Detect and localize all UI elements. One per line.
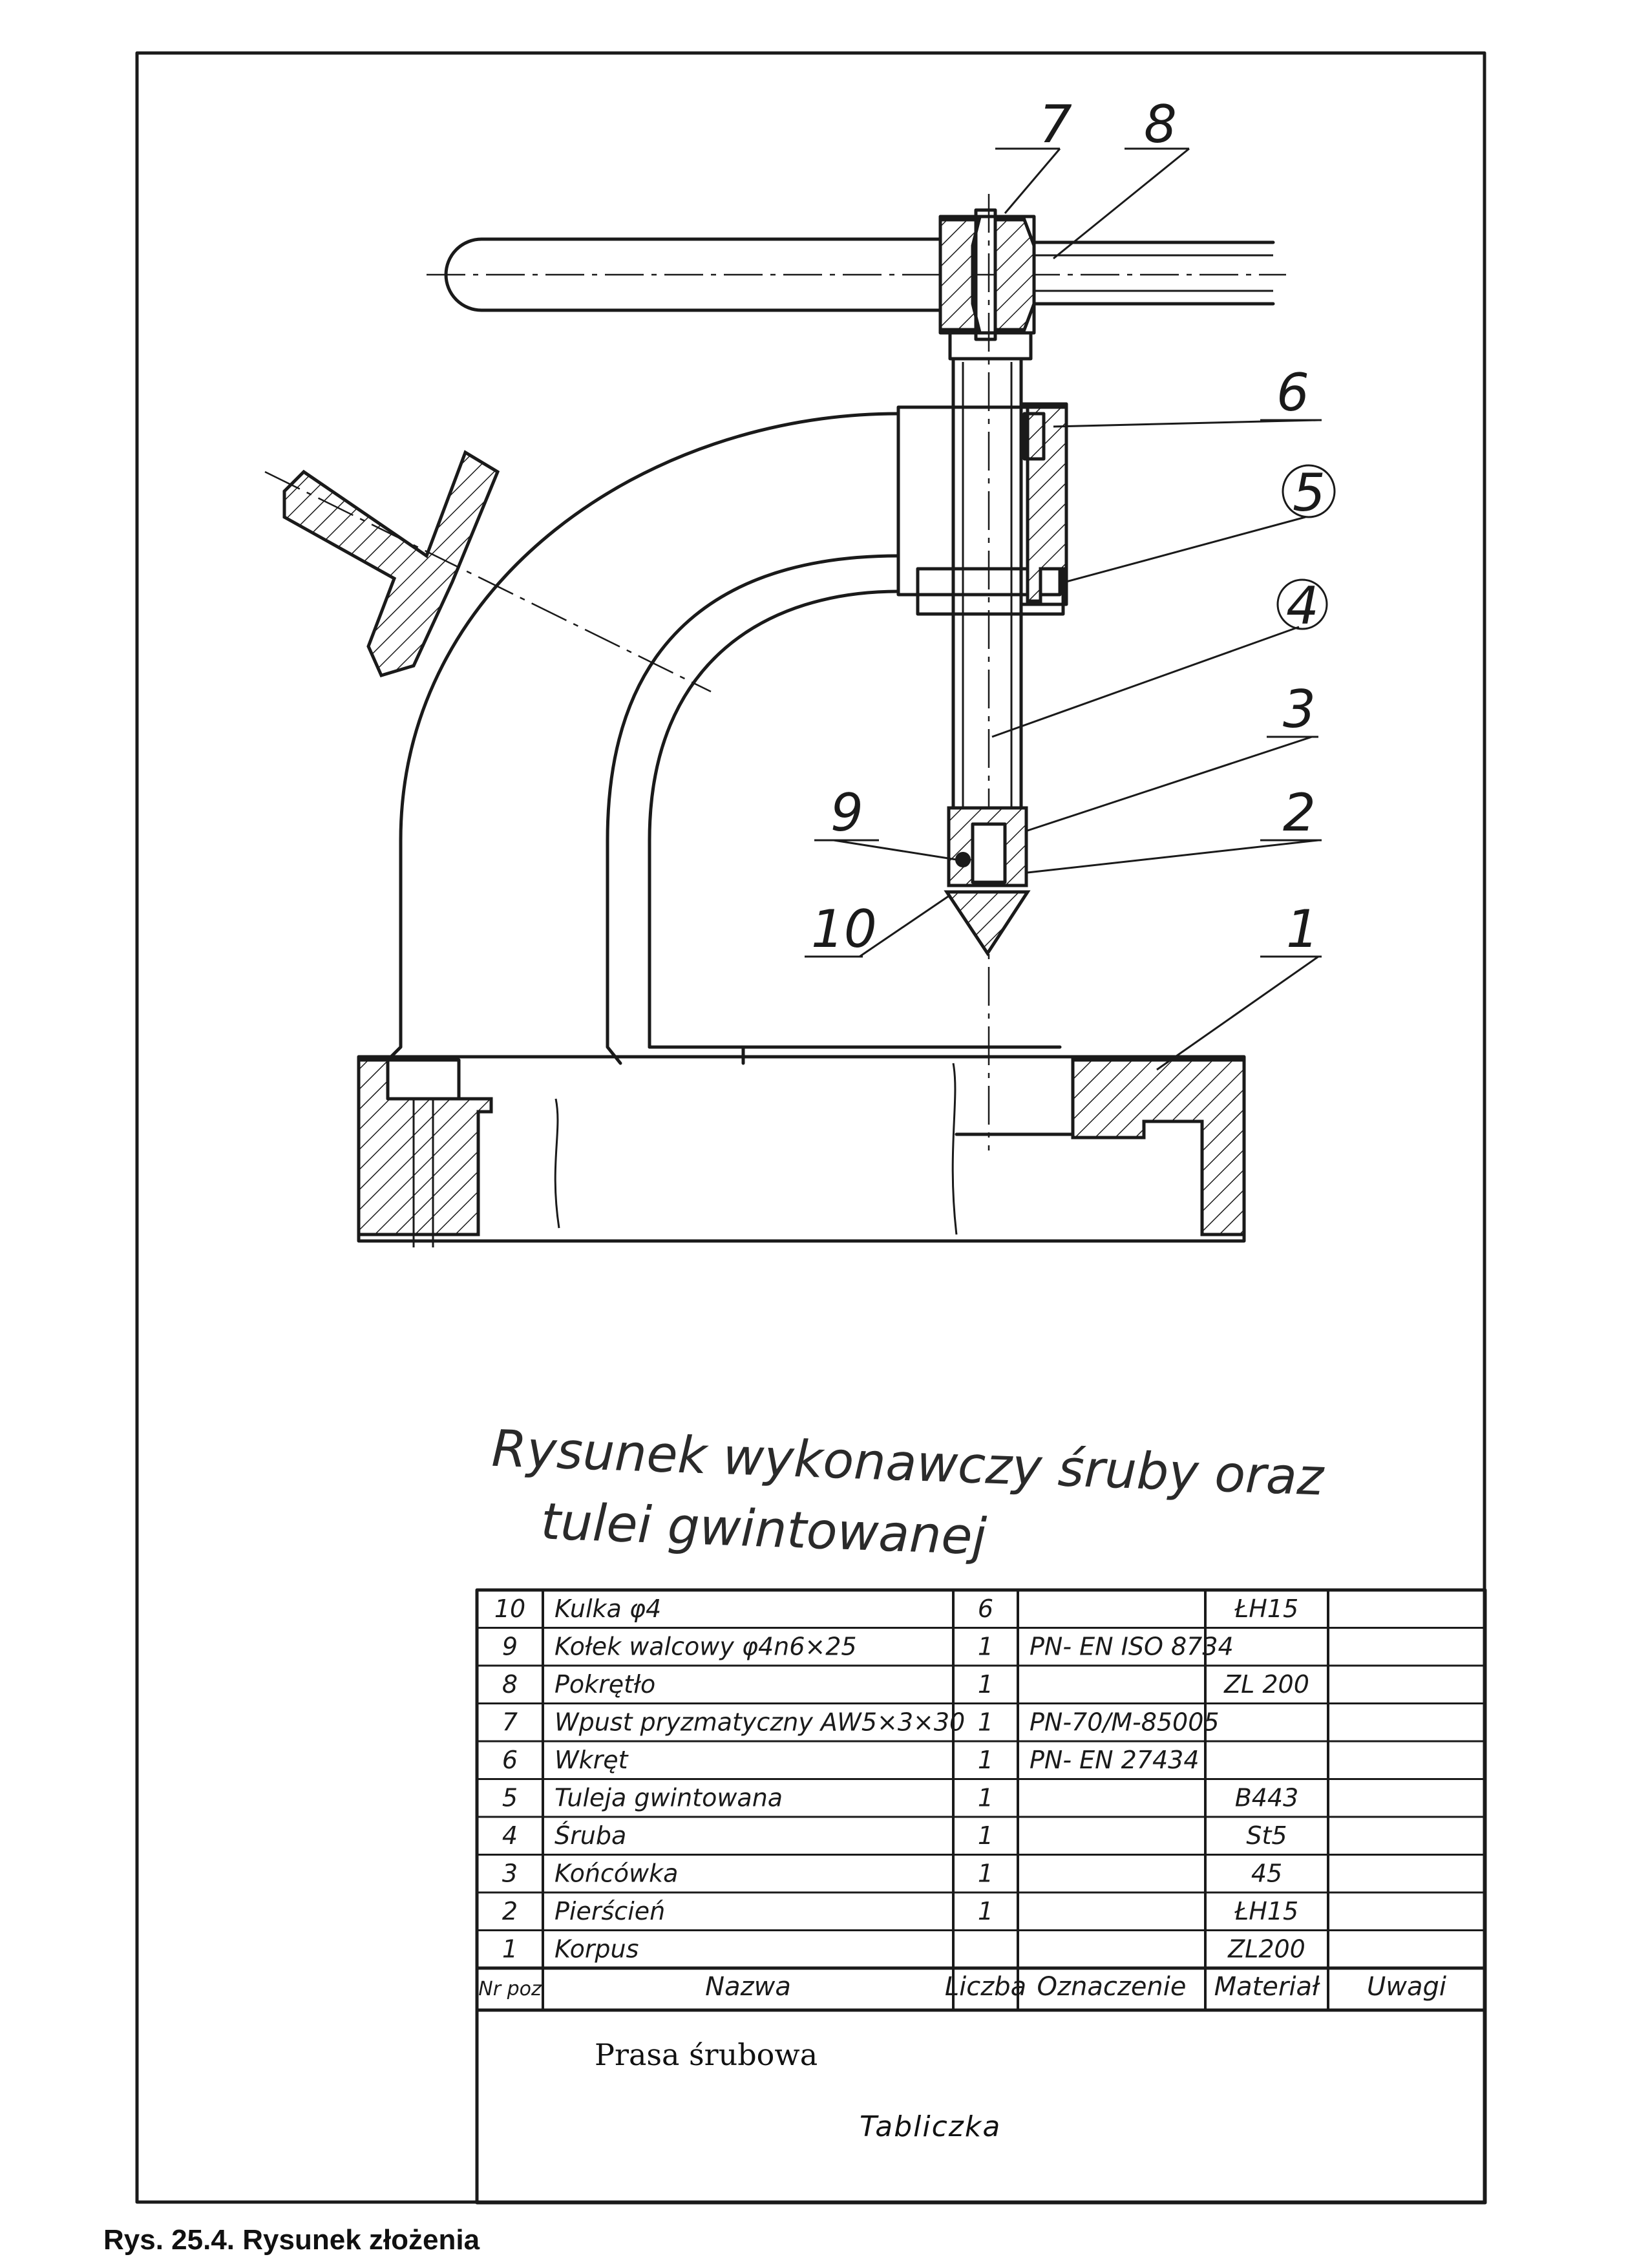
label-8: 8 [1144, 94, 1177, 154]
label-5: 5 [1293, 463, 1326, 523]
table-cell-nr: 1 [502, 1935, 518, 1964]
label-9: 9 [830, 783, 863, 843]
threaded-bushing [1019, 402, 1068, 606]
leader-lines [805, 147, 1322, 1071]
table-cell-nazwa: Końcówka [555, 1860, 678, 1888]
table-header-nazwa: Nazwa [705, 1972, 791, 2002]
label-3: 3 [1283, 679, 1316, 739]
title-block-title: Prasa śrubowa [595, 2037, 818, 2072]
table-cell-liczba: 1 [978, 1746, 993, 1774]
table-cell-material: St5 [1246, 1821, 1287, 1850]
table-cell-nazwa: Pokrętło [555, 1670, 655, 1699]
table-cell-oznaczenie: PN-70/M-85005 [1030, 1708, 1220, 1737]
table-cell-nazwa: Wpust pryzmatyczny AW5×3×30 [555, 1708, 965, 1737]
label-10: 10 [811, 899, 877, 959]
table-cell-nazwa: Wkręt [555, 1746, 629, 1774]
table-cell-nr: 9 [502, 1633, 518, 1661]
handle-bar [427, 237, 1286, 312]
table-cell-oznaczenie: PN- EN 27434 [1030, 1746, 1199, 1774]
handle-hub [938, 208, 1036, 361]
screw-tip [944, 806, 1031, 957]
table-cell-nazwa: Tuleja gwintowana [555, 1784, 783, 1812]
position-labels: 7 8 6 5 4 3 9 2 10 1 [811, 94, 1326, 959]
table-cell-material: B443 [1235, 1784, 1299, 1812]
table-cell-nr: 5 [502, 1784, 518, 1812]
label-4: 4 [1286, 576, 1319, 636]
table-cell-nr: 6 [502, 1746, 518, 1774]
title-block-subtitle: Tabliczka [860, 2110, 1001, 2143]
label-1: 1 [1286, 899, 1319, 959]
table-cell-nazwa: Korpus [555, 1935, 639, 1964]
table-cell-liczba: 1 [978, 1897, 993, 1925]
table-cell-material: ZL200 [1227, 1935, 1305, 1964]
table-cell-liczba: 6 [978, 1595, 993, 1623]
table-cell-liczba: 1 [978, 1670, 993, 1699]
table-cell-nr: 8 [502, 1670, 518, 1699]
table-header-oznaczenie: Oznaczenie [1037, 1972, 1186, 2002]
table-cell-nr: 7 [502, 1708, 518, 1737]
t-handle-section [264, 450, 712, 693]
table-cell-material: 45 [1251, 1860, 1282, 1888]
table-header-nr: Nr poz [478, 1978, 542, 2000]
handwritten-line-1: Rysunek wykonawczy śruby oraz [491, 1420, 1326, 1507]
table-cell-liczba: 1 [978, 1633, 993, 1661]
table-cell-oznaczenie: PN- EN ISO 8734 [1030, 1633, 1234, 1661]
table-cell-liczba: 1 [978, 1784, 993, 1812]
table-header-uwagi: Uwagi [1367, 1972, 1446, 2002]
table-cell-nazwa: Śruba [555, 1821, 626, 1850]
label-2: 2 [1283, 783, 1316, 843]
table-cell-material: ŁH15 [1234, 1897, 1298, 1925]
press-body [383, 405, 1065, 1065]
title-block: Prasa śrubowa Tabliczka [475, 2008, 1487, 2205]
table-cell-material: ŁH15 [1234, 1595, 1298, 1623]
table-cell-nazwa: Kołek walcowy φ4n6×25 [555, 1633, 857, 1661]
table-cell-nr: 10 [494, 1595, 525, 1623]
table-cell-nr: 3 [502, 1860, 518, 1888]
table-header-material: Materiał [1214, 1972, 1320, 2002]
table-cell-liczba: 1 [978, 1708, 993, 1737]
handwritten-line-2: tulei gwintowanej [540, 1492, 988, 1566]
screw-shaft [951, 357, 1023, 813]
label-6: 6 [1276, 363, 1309, 423]
table-cell-nr: 4 [502, 1821, 518, 1850]
label-7: 7 [1039, 94, 1072, 154]
table-cell-liczba: 1 [978, 1860, 993, 1888]
figure-caption: Rys. 25.4. Rysunek złożenia [103, 2224, 480, 2256]
table-cell-material: ZL 200 [1223, 1670, 1309, 1699]
press-base [357, 1045, 1246, 1247]
table-cell-nazwa: Pierścień [555, 1897, 665, 1925]
table-cell-liczba: 1 [978, 1821, 993, 1850]
handwritten-note: Rysunek wykonawczy śruby oraz tulei gwin… [491, 1420, 1326, 1567]
table-cell-nr: 2 [502, 1897, 518, 1925]
table-header-liczba: Liczba [945, 1972, 1026, 2002]
table-cell-nazwa: Kulka φ4 [555, 1595, 661, 1623]
